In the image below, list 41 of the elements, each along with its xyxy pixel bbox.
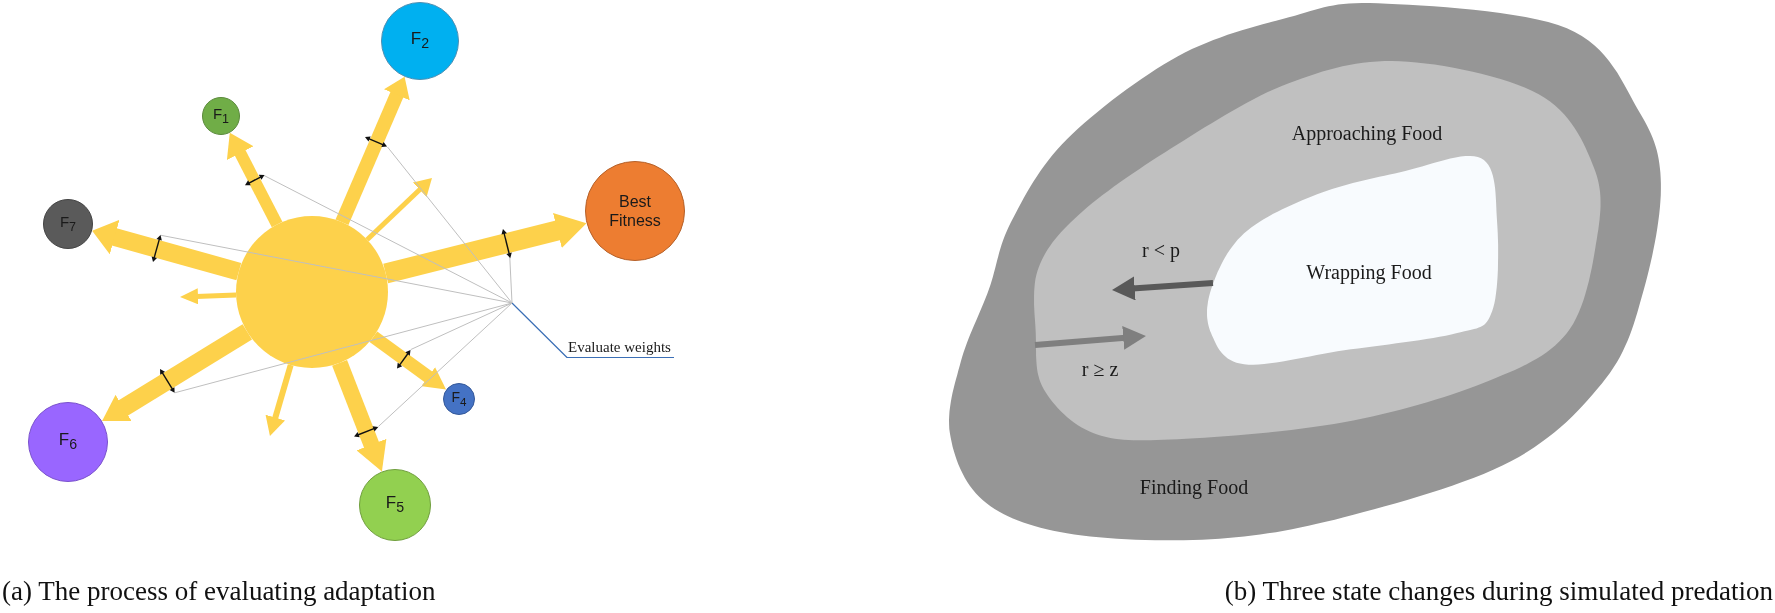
leader-line xyxy=(511,302,675,359)
leader-line xyxy=(387,146,513,304)
inner-zone xyxy=(1206,155,1498,365)
edge-label: r < p xyxy=(1142,239,1180,261)
arrow xyxy=(265,364,294,436)
leader-line xyxy=(509,257,513,304)
node-label: F$_{7}$ xyxy=(59,213,77,235)
annotation-label: Evaluate weights xyxy=(568,339,671,356)
arrow xyxy=(180,288,237,305)
leader-line xyxy=(263,175,513,304)
arrow xyxy=(335,76,410,225)
node-label: F$_{6}$ xyxy=(58,430,78,454)
fitness-circle xyxy=(43,199,93,249)
fitness-circle xyxy=(443,383,475,415)
zone-label: Wrapping Food xyxy=(1306,260,1432,283)
fitness-circle xyxy=(202,97,240,135)
arrow xyxy=(332,359,387,472)
middle-zone xyxy=(1034,60,1601,441)
arrow xyxy=(1034,325,1146,350)
outer-zone xyxy=(949,2,1662,541)
node-label: F$_{4}$ xyxy=(451,389,467,409)
figure-caption: (b) Three state changes during simulated predation xyxy=(1224,576,1773,608)
arrow xyxy=(369,331,447,390)
central-blob xyxy=(236,216,388,368)
arrow xyxy=(92,219,242,281)
arrow xyxy=(226,132,283,228)
edge-label: r ≥ z xyxy=(1081,358,1119,380)
leader-line xyxy=(159,234,513,304)
arrow xyxy=(102,324,252,422)
leader-line xyxy=(377,302,513,427)
arrow xyxy=(1112,276,1214,301)
node-label: Best Fitness xyxy=(608,191,662,231)
arrow xyxy=(383,212,587,284)
node-label: F$_{1}$ xyxy=(212,105,230,127)
zone-label: Approaching Food xyxy=(1291,122,1443,144)
arrow xyxy=(365,177,432,242)
figure-caption: (a) The process of evaluating adaptation xyxy=(2,576,436,608)
node-label: F$_{2}$ xyxy=(410,29,430,53)
zone-label: Finding Food xyxy=(1139,476,1249,498)
leader-line xyxy=(174,302,513,394)
node-label: F$_{5}$ xyxy=(385,493,405,517)
